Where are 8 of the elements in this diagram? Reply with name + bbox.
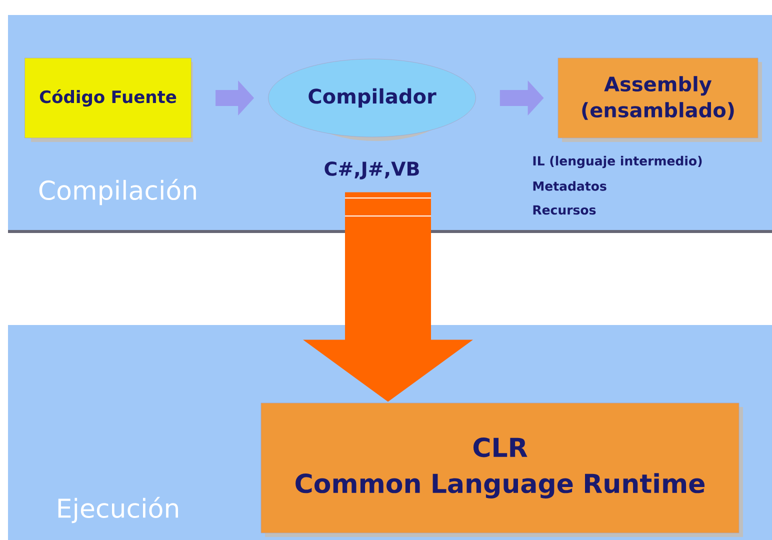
process-box: Código Fuente: [24, 58, 193, 142]
node-caption: C#,J#,VB: [324, 162, 419, 180]
block-arrow: [303, 192, 473, 402]
node-caption: IL (lenguaje intermedio): [533, 156, 702, 168]
process-box: Assembly (ensamblado): [558, 58, 762, 142]
process-box: CLR Common Language Runtime: [260, 402, 743, 537]
node-caption: Metadatos: [533, 181, 606, 191]
node-caption: Recursos: [533, 205, 596, 215]
